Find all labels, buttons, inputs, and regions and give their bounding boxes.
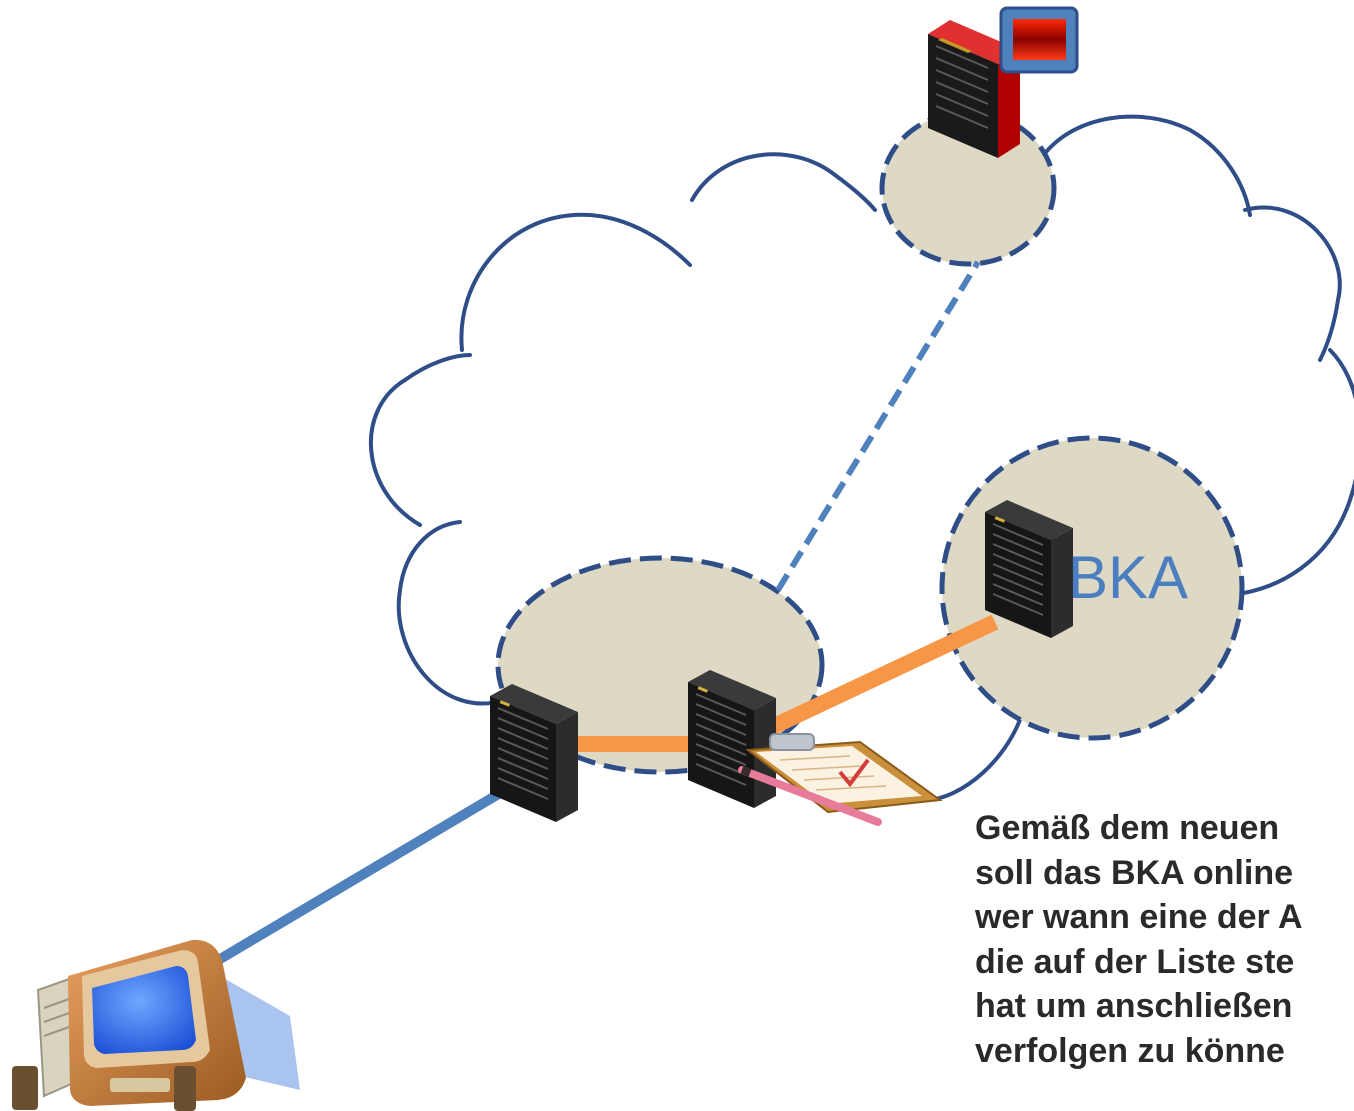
cloud-outline (368, 114, 1354, 802)
caption-line: verfolgen zu könne (975, 1031, 1285, 1070)
clipboard-checklist-icon (738, 733, 943, 826)
caption-line: soll das BKA online (975, 853, 1294, 892)
dashed-link (775, 260, 981, 592)
client-link (202, 781, 515, 973)
warning-monitor-icon (999, 6, 1079, 74)
caption-line: wer wann eine der A (975, 898, 1303, 936)
red-server-icon (928, 20, 1020, 158)
desktop-computer-icon (12, 939, 300, 1111)
caption-line: die auf der Liste ste (975, 942, 1295, 981)
caption-line: hat um anschließen (975, 987, 1293, 1025)
link-middle-to-bka (766, 614, 999, 736)
bka-label: BKA (1068, 544, 1189, 611)
caption-text: Gemäß dem neuen soll das BKA online wer … (975, 806, 1354, 1073)
caption-line: Gemäß dem neuen (975, 809, 1280, 847)
